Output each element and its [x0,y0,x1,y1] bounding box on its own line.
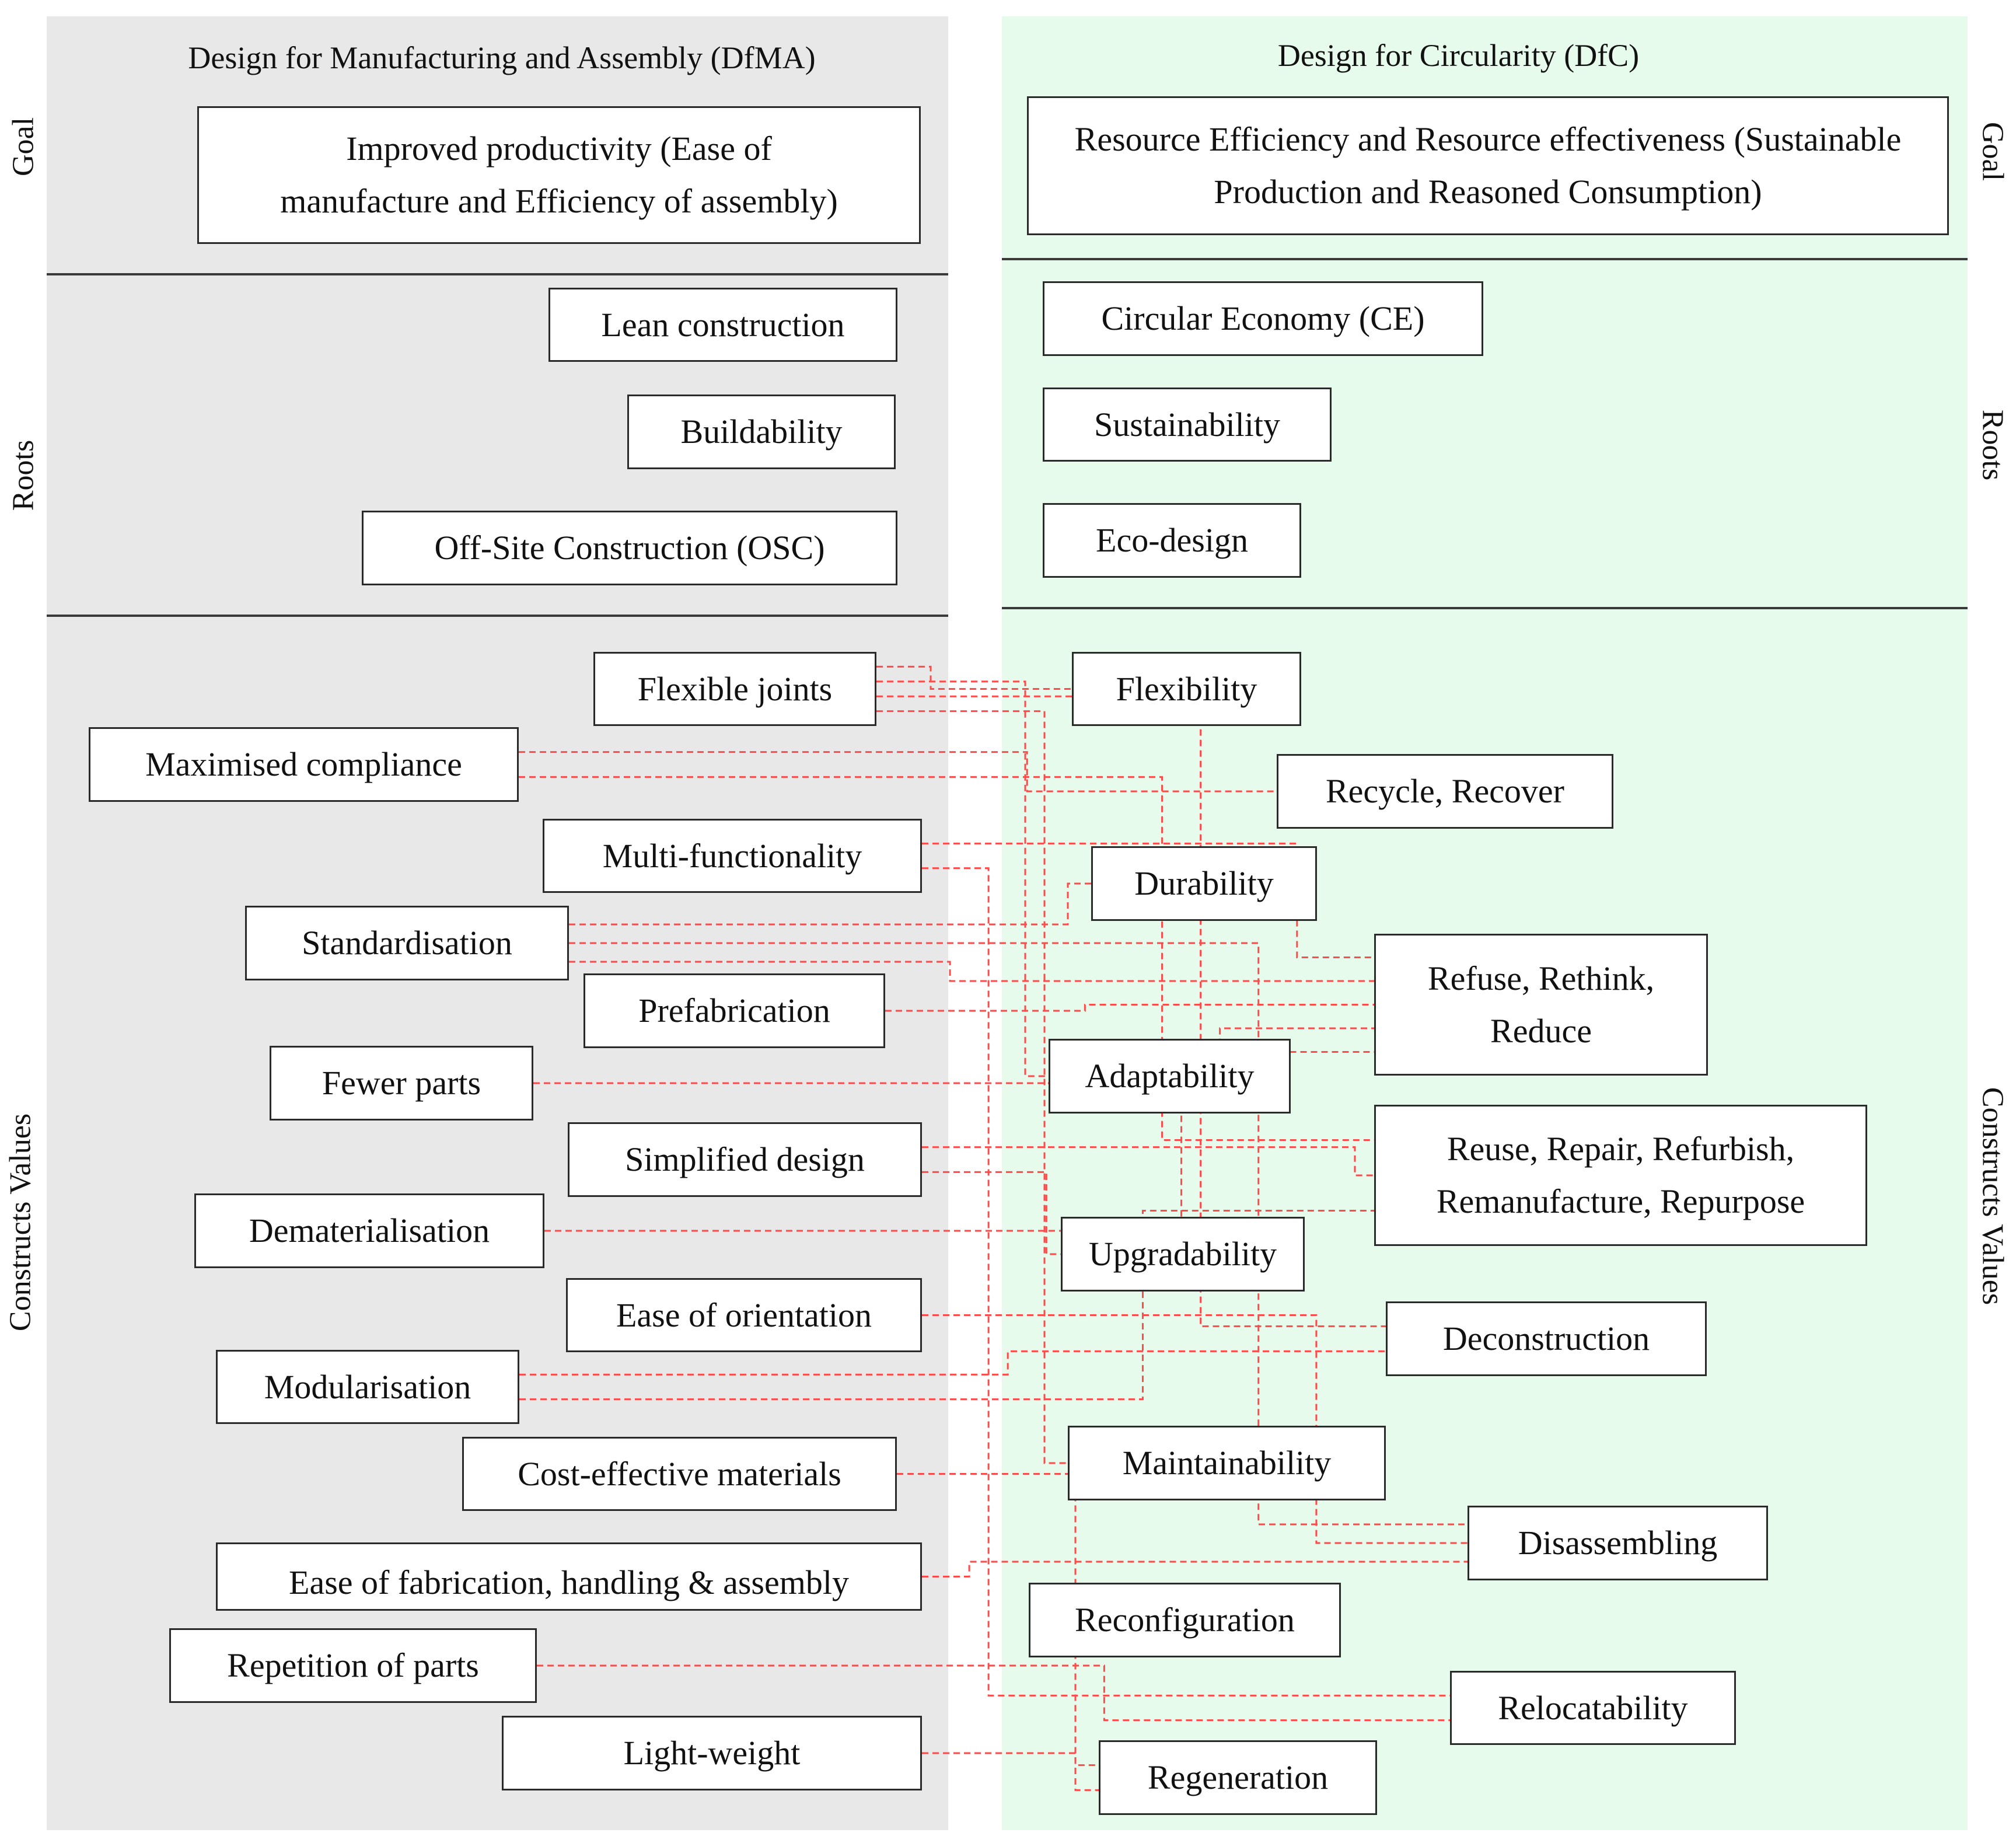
link-line [922,867,1450,1697]
root-buildability: Buildability [627,395,896,469]
link-line [569,961,1374,982]
dfc-value-durability: Durability [1091,846,1317,921]
dfc-roots-divider [1002,607,1968,609]
link-line [922,1171,1061,1255]
link-line [922,1752,1099,1791]
dfc-value-deconstruction: Deconstruction [1386,1301,1707,1376]
dfma-value-standardisation: Standardisation [245,906,569,980]
dfma-title: Design for Manufacturing and Assembly (D… [188,40,816,75]
link-line [876,680,1049,1077]
dfc-goal-divider [1002,258,1968,260]
link-line [876,665,1072,690]
link-line [922,1146,1374,1177]
dfma-goal-box: Improved productivity (Ease of manufactu… [197,106,921,244]
dfc-value-upgradability: Upgradability [1061,1217,1305,1292]
link-line [569,882,1091,926]
dfma-value-dematerialisation: Dematerialisation [194,1193,544,1268]
dfc-value-maintainability: Maintainability [1068,1426,1386,1500]
root-off-site-construction: Off-Site Construction (OSC) [362,511,897,585]
dfma-value-fewer-parts: Fewer parts [270,1046,533,1121]
link-line [519,776,1374,1141]
root-lean-construction: Lean construction [548,288,897,362]
dfc-value-regeneration: Regeneration [1099,1740,1377,1815]
link-line [897,1473,1099,1767]
dfc-title: Design for Circularity (DfC) [1277,38,1640,73]
link-line [876,695,1386,1328]
root-sustainability: Sustainability [1043,388,1332,462]
dfc-value-reuse-repair: Reuse, Repair, Refurbish, Remanufacture,… [1374,1105,1867,1246]
link-line [876,710,1068,1464]
link-line [519,751,1277,793]
dfc-value-refuse-rethink-reduce: Refuse, Rethink, Reduce [1374,934,1708,1076]
dfma-roots-divider [47,615,948,617]
dfc-value-adaptability: Adaptability [1049,1039,1291,1114]
dfma-value-light-weight: Light-weight [502,1716,922,1790]
dfma-value-modularisation: Modularisation [216,1350,519,1424]
dfma-value-flexible-joints: Flexible joints [593,652,876,726]
link-line [519,1350,1386,1376]
root-circular-economy: Circular Economy (CE) [1043,281,1483,356]
link-line [519,1210,1374,1401]
dfma-value-cost-effective-materials: Cost-effective materials [462,1437,897,1511]
dfc-value-disassembling: Disassembling [1468,1506,1768,1580]
dfma-value-repetition-of-parts: Repetition of parts [169,1628,537,1703]
root-eco-design: Eco-design [1043,503,1301,578]
dfma-value-maximised-compliance: Maximised compliance [89,727,519,802]
dfma-value-multi-functionality: Multi-functionality [543,819,922,893]
dfc-value-recycle-recover: Recycle, Recover [1277,754,1613,829]
dfma-goal-divider [47,273,948,275]
link-line [544,1051,1374,1232]
dfc-goal-box: Resource Efficiency and Resource effecti… [1027,96,1949,235]
dfma-value-ease-of-orientation: Ease of orientation [566,1278,922,1352]
dfc-value-flexibility: Flexibility [1072,652,1301,726]
dfc-value-reconfiguration: Reconfiguration [1029,1583,1341,1657]
link-line [537,1664,1450,1722]
dfma-value-ease-of-fabrication: Ease of fabrication, handling & assembly [216,1542,922,1611]
dfma-value-simplified-design: Simplified design [568,1122,922,1197]
dfc-value-relocatability: Relocatability [1450,1671,1736,1745]
link-line [922,1561,1468,1577]
dfma-value-prefabrication: Prefabrication [584,973,885,1048]
link-line [885,1004,1374,1012]
